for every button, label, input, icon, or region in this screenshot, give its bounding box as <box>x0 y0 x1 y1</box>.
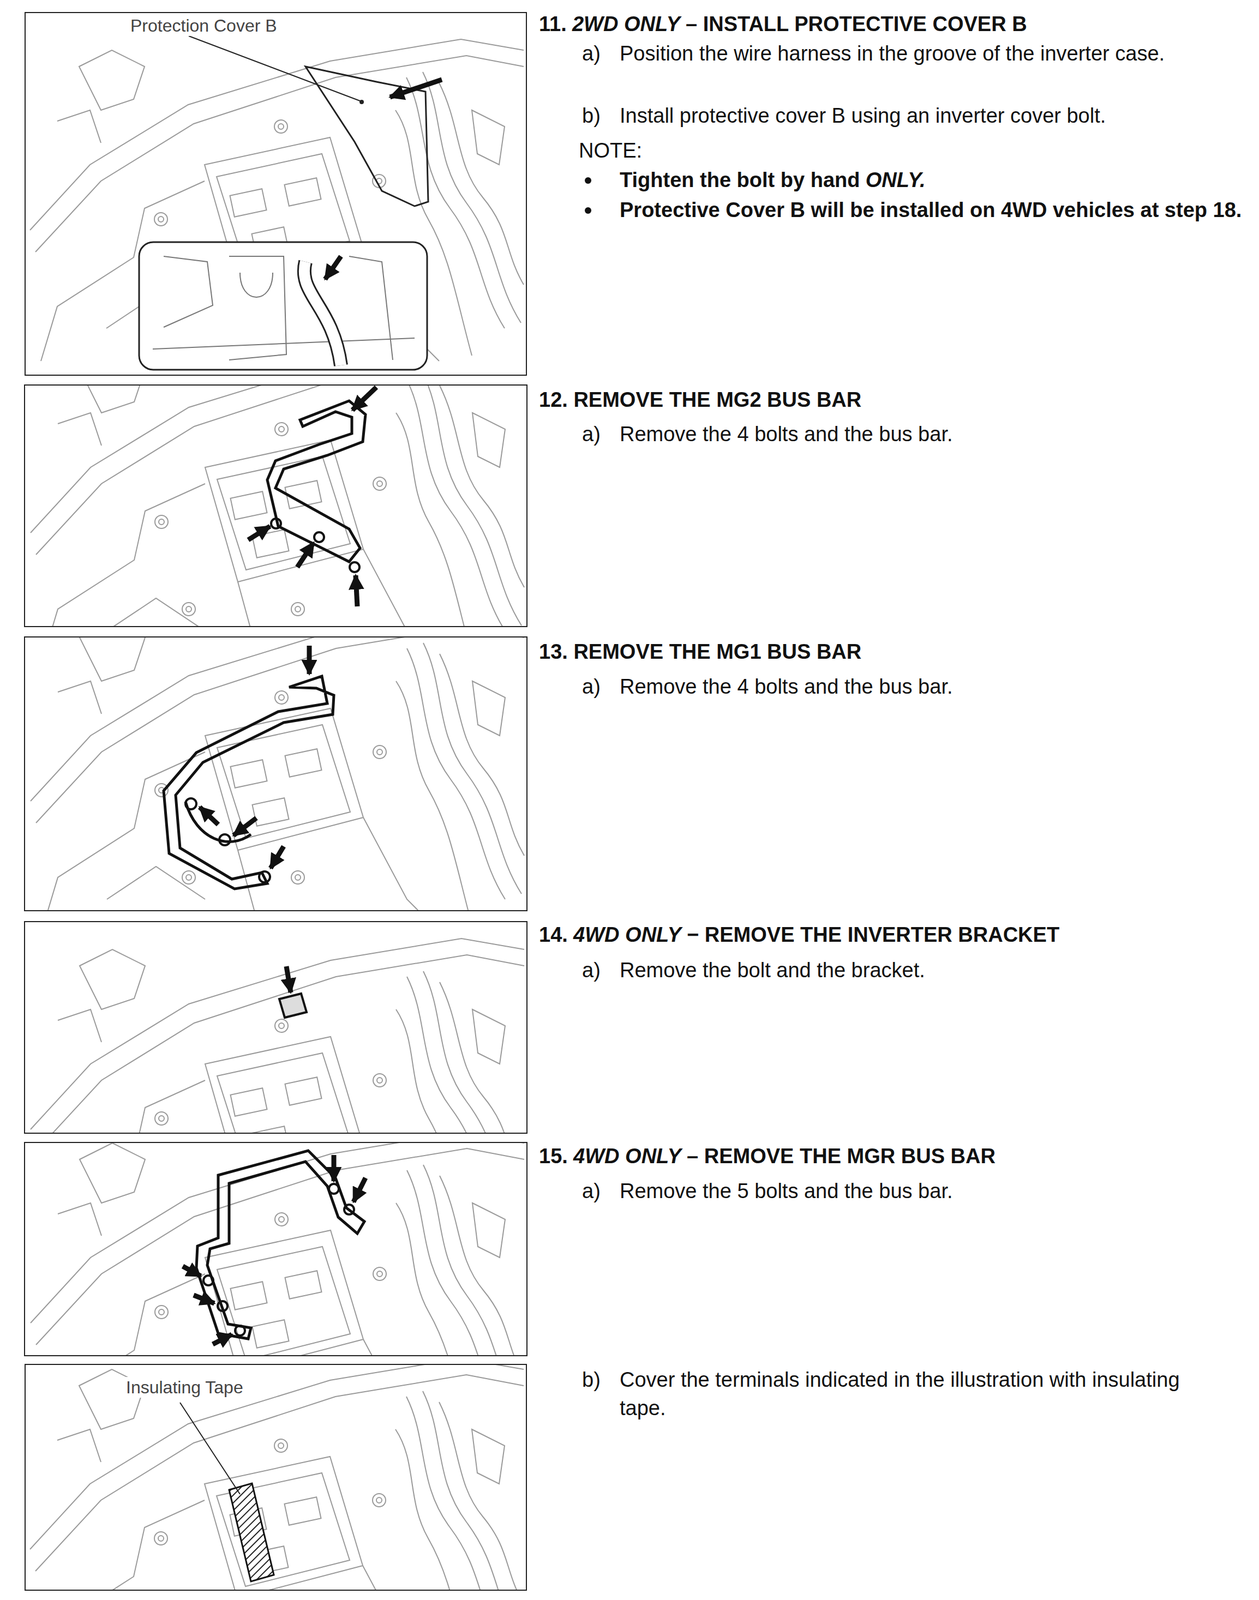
text-line: a) <box>582 39 601 68</box>
text-line: Install protective cover B using an inve… <box>619 101 1215 130</box>
part-label: Protection Cover B <box>128 15 280 37</box>
panel-frame <box>24 921 527 1134</box>
bolt-arrow <box>199 807 219 825</box>
step-heading: 13. REMOVE THE MG1 BUS BAR <box>538 640 862 664</box>
step-heading: 11. <box>538 12 567 36</box>
part-label: Insulating Tape <box>123 1377 246 1399</box>
inset-art <box>152 256 415 361</box>
instruction-text: Remove the bolt and the bracket. <box>619 958 926 982</box>
insulating-tape <box>229 1483 274 1582</box>
instruction-text: Remove the 5 bolts and the bus bar. <box>619 1179 953 1203</box>
note-text: Tighten the bolt by hand <box>619 168 861 192</box>
bullet <box>584 207 592 214</box>
leader-line <box>180 1403 241 1495</box>
text-line: a) <box>582 420 601 449</box>
note-text: Protective Cover B will be installed on … <box>619 198 1242 222</box>
step-heading: 4WD ONLY <box>573 1144 682 1168</box>
inverter-bracket <box>279 993 307 1018</box>
bolt-arrow <box>331 1155 337 1182</box>
note-text: ONLY. <box>865 168 926 192</box>
item-letter: b) <box>582 1368 601 1392</box>
text-line: Remove the 5 bolts and the bus bar. <box>619 1177 953 1206</box>
instruction-text: Cover the terminals indicated in the ill… <box>619 1368 1180 1420</box>
harness-arrow <box>325 256 341 280</box>
text-line: b) <box>582 101 601 130</box>
bolt-arrow <box>182 1266 201 1277</box>
text-line: Cover the terminals indicated in the ill… <box>619 1365 1220 1423</box>
bolt-arrow <box>286 966 291 993</box>
text-line: b) <box>582 1365 601 1395</box>
bolt-arrow <box>233 818 257 836</box>
bolt-arrow <box>355 575 358 607</box>
mg1-bus-bar <box>163 676 334 890</box>
bolt-arrow <box>270 846 284 869</box>
step-heading: 4WD ONLY <box>573 923 682 947</box>
bolt-arrow <box>352 387 377 411</box>
text-line: 13. REMOVE THE MG1 BUS BAR <box>538 637 862 667</box>
item-letter: b) <box>582 104 601 128</box>
panel-frame <box>24 1142 527 1357</box>
illustration-panel: Protection Cover B <box>24 12 527 376</box>
panel-frame <box>24 385 527 627</box>
step-heading: − REMOVE THE INVERTER BRACKET <box>686 923 1060 947</box>
text-line: Remove the 4 bolts and the bus bar. <box>619 672 953 701</box>
item-letter: a) <box>582 675 601 699</box>
text-line: Remove the bolt and the bracket. <box>619 956 926 985</box>
bolt-arrow <box>212 1334 232 1345</box>
bullet <box>584 177 592 184</box>
leader-dot <box>359 99 364 105</box>
text-line: a) <box>582 672 601 701</box>
bolt-arrow <box>248 526 271 541</box>
text-line: Protective Cover B will be installed on … <box>619 195 1256 225</box>
text-line: 12. REMOVE THE MG2 BUS BAR <box>538 385 862 415</box>
step-heading: 14. <box>538 923 568 947</box>
detail-inset <box>139 242 428 370</box>
text-line: NOTE: <box>578 136 643 165</box>
step-heading: – INSTALL PROTECTIVE COVER B <box>685 12 1028 36</box>
step-heading: – REMOVE THE MGR BUS BAR <box>686 1144 996 1168</box>
text-line: 14.4WD ONLY− REMOVE THE INVERTER BRACKET <box>538 920 1060 950</box>
text-line: 15.4WD ONLY– REMOVE THE MGR BUS BAR <box>538 1142 996 1171</box>
leader-line <box>188 36 361 101</box>
step-heading: 2WD ONLY <box>572 12 681 36</box>
instruction-text: Position the wire harness in the groove … <box>619 42 1165 65</box>
bolt-arrow <box>193 1295 215 1304</box>
item-letter: a) <box>582 1179 601 1203</box>
instruction-text: Remove the 4 bolts and the bus bar. <box>619 675 953 699</box>
bolt-arrow <box>390 79 442 98</box>
note-heading: NOTE: <box>578 139 643 163</box>
text-line: Remove the 4 bolts and the bus bar. <box>619 420 953 449</box>
text-line: 11.2WD ONLY– INSTALL PROTECTIVE COVER B <box>538 9 1028 39</box>
text-line: Position the wire harness in the groove … <box>619 39 1215 68</box>
text-line: Tighten the bolt by handONLY. <box>619 165 1253 195</box>
illustration-panel: Insulating Tape <box>24 1364 527 1592</box>
instruction-text: Remove the 4 bolts and the bus bar. <box>619 422 953 446</box>
bolt-arrow <box>307 645 313 675</box>
bolt-arrow <box>353 1178 366 1203</box>
step-heading: 15. <box>538 1144 568 1168</box>
instruction-text: Install protective cover B using an inve… <box>619 104 1106 128</box>
text-line: a) <box>582 956 601 985</box>
item-letter: a) <box>582 958 601 982</box>
bolt-arrow <box>297 542 314 568</box>
mgr-bus-bar <box>196 1150 365 1340</box>
mg2-bus-bar <box>267 400 366 562</box>
item-letter: a) <box>582 422 601 446</box>
item-letter: a) <box>582 42 601 65</box>
step-heading: 12. REMOVE THE MG2 BUS BAR <box>538 388 862 412</box>
wire-harness <box>304 261 341 366</box>
text-line: a) <box>582 1177 601 1206</box>
